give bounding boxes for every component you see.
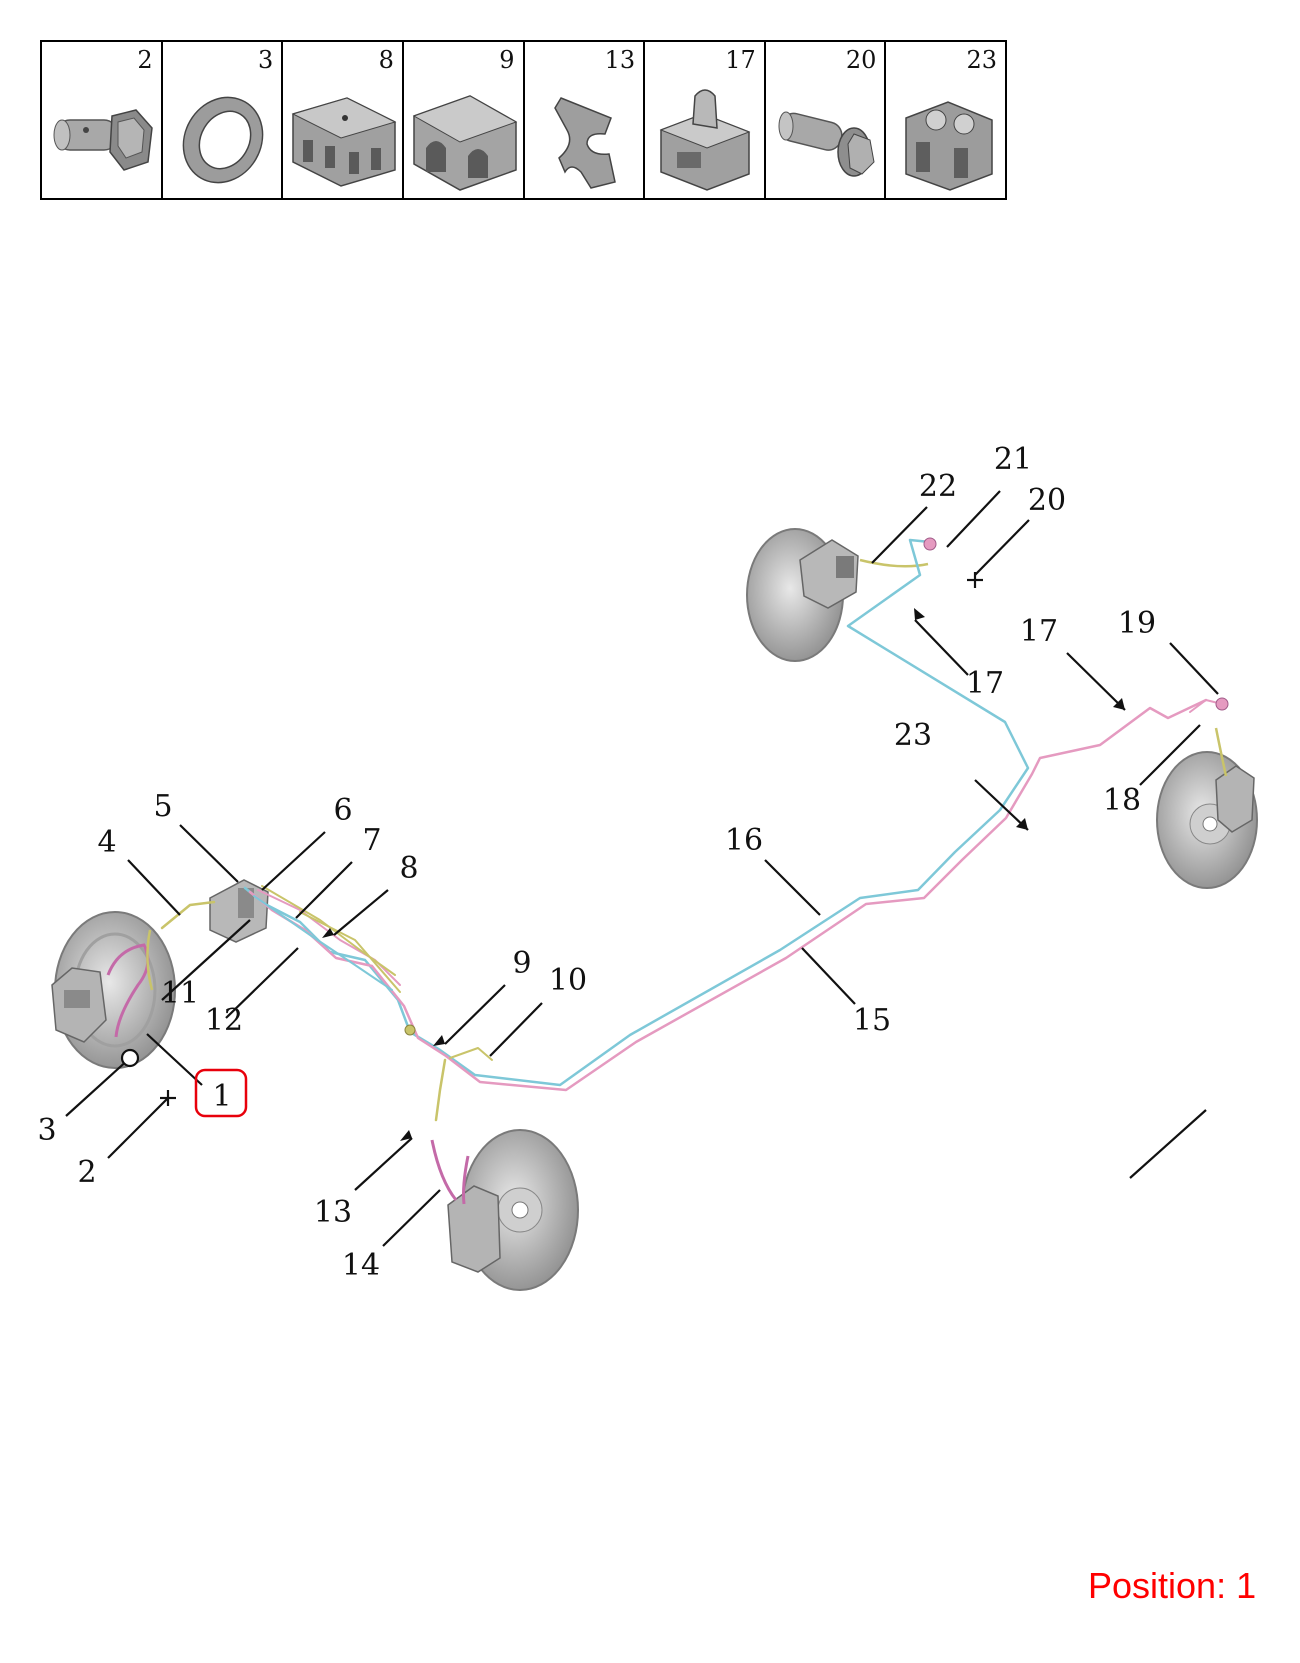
callout-14[interactable]: 14 — [342, 1248, 380, 1283]
callout-6[interactable]: 6 — [333, 793, 352, 828]
part-number: 3 — [257, 46, 274, 74]
callout-17-rear-left[interactable]: 17 — [966, 666, 1004, 701]
leader-lines — [65, 490, 1219, 1247]
position-label: Position: 1 — [1088, 1565, 1257, 1606]
rear-right-brake[interactable] — [1156, 727, 1258, 889]
callout-13[interactable]: 13 — [314, 1195, 352, 1230]
callout-21[interactable]: 21 — [994, 442, 1032, 477]
callout-23[interactable]: 23 — [894, 718, 932, 753]
callout-16[interactable]: 16 — [725, 823, 763, 858]
callout-12[interactable]: 12 — [205, 1003, 243, 1038]
pipe-clip-double-icon — [412, 95, 518, 191]
callout-9[interactable]: 9 — [512, 946, 531, 981]
brake-fittings[interactable] — [404, 537, 1229, 1036]
callout-5[interactable]: 5 — [153, 789, 172, 824]
part-number: 2 — [137, 46, 153, 74]
part-cell-9[interactable]: 9 — [404, 42, 525, 198]
callout-20[interactable]: 20 — [1028, 483, 1066, 518]
part-number: 13 — [604, 46, 636, 74]
rear-left-brake[interactable] — [746, 528, 929, 662]
part-cell-17[interactable]: 17 — [645, 42, 766, 198]
part-number: 23 — [966, 46, 997, 74]
callout-18[interactable]: 18 — [1103, 783, 1141, 818]
part-cell-13[interactable]: 13 — [525, 42, 646, 198]
part-number: 8 — [378, 46, 394, 74]
part-number: 9 — [499, 46, 515, 74]
callout-17-rear-right[interactable]: 17 — [1020, 614, 1058, 649]
retaining-clip-icon — [553, 97, 616, 189]
part-cell-20[interactable]: 20 — [766, 42, 887, 198]
highlight-box — [194, 1068, 248, 1118]
front-left-brake[interactable] — [51, 911, 176, 1069]
parts-strip: 2 3 8 9 — [40, 40, 1007, 200]
front-right-brake[interactable] — [430, 1129, 579, 1291]
part-cell-23[interactable]: 23 — [886, 42, 1005, 198]
callout-7[interactable]: 7 — [362, 823, 381, 858]
callout-11[interactable]: 11 — [161, 976, 199, 1011]
part-number: 17 — [725, 46, 756, 74]
brake-pipes — [160, 538, 1223, 1122]
flange-bolt-icon — [778, 111, 875, 177]
part-cell-2[interactable]: 2 — [42, 42, 163, 198]
callout-15[interactable]: 15 — [853, 1003, 891, 1038]
part-cell-3[interactable]: 3 — [163, 42, 284, 198]
callout-4[interactable]: 4 — [97, 825, 116, 860]
pipe-clip-triple-icon — [291, 97, 397, 187]
callout-10[interactable]: 10 — [549, 963, 587, 998]
callout-22[interactable]: 22 — [919, 469, 957, 504]
callout-19[interactable]: 19 — [1118, 606, 1156, 641]
pipe-junction-block[interactable] — [209, 879, 269, 943]
leader-arrows — [322, 608, 1125, 1141]
callout-1[interactable]: 1 — [212, 1079, 231, 1114]
callout-2[interactable]: 2 — [77, 1155, 96, 1190]
part-cell-8[interactable]: 8 — [283, 42, 404, 198]
washer-icon — [182, 96, 263, 184]
part-number: 20 — [845, 46, 877, 74]
push-clip-icon — [659, 89, 751, 191]
bolt-icon — [53, 109, 153, 171]
callout-labels: 1 2 3 4 5 6 7 8 9 10 11 12 13 14 15 16 1… — [37, 442, 1156, 1283]
pipe-holder-icon — [905, 101, 994, 191]
bolt-markers — [120, 572, 983, 1106]
callout-8[interactable]: 8 — [399, 851, 418, 886]
callout-3[interactable]: 3 — [37, 1113, 56, 1148]
